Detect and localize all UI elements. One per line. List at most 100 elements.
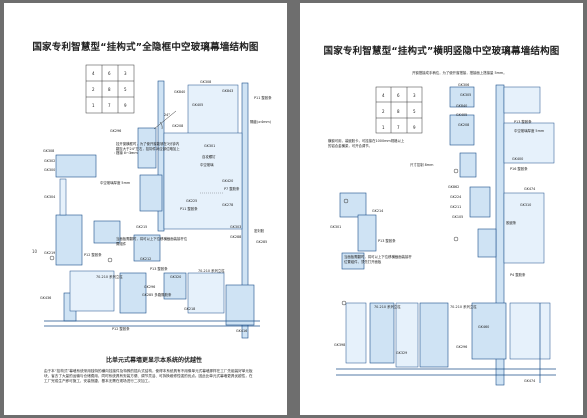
svg-text:8: 8 (108, 87, 111, 92)
label-p16: P16 整胶条 (510, 167, 528, 171)
label-seal: 密封胶 (254, 229, 265, 233)
svg-text:1: 1 (92, 103, 95, 108)
svg-text:3: 3 (413, 93, 416, 98)
label-p7: P7 整胶条 (224, 187, 240, 191)
note-fix: 尺寸控制 8mm (410, 163, 434, 167)
note-hanging: 挂开窗横框时，为了使开窗能够在3分钟内翻至大于24°左右，挂钩件对应部位略加上搭… (116, 142, 180, 156)
label-p13-a: P13 整胶条 (514, 120, 532, 124)
label-p12-bot: P12 整胶条 (112, 327, 130, 331)
label-gk436: GK436 (40, 296, 52, 300)
label-gk405: GK405 (192, 103, 204, 107)
label-gk329: GK329 (396, 351, 408, 355)
svg-text:3: 3 (124, 71, 127, 76)
note-90: 70-210 系列立柱 (198, 269, 225, 273)
note-clip: 当面板需翻时，将可以上下位移横截面装接杆位置组件，须先打开面板 (344, 255, 412, 264)
label-gk301: GK301 (330, 225, 342, 229)
svg-text:6: 6 (108, 71, 111, 76)
label-gk420: GK420 (222, 179, 234, 183)
label-p4: P4 整胶条 (510, 273, 526, 277)
label-gk416: GK416 (236, 329, 248, 333)
label-gk304: GK304 (44, 195, 56, 199)
label-angle: 24° (164, 113, 171, 117)
label-p13: P13 整胶条 (150, 267, 168, 271)
label-p11-top: P11 整胶条 (254, 96, 272, 100)
left-page-number: 10 (32, 249, 38, 254)
label-p12-mid: P12 整胶条 (84, 253, 102, 257)
label-gk306: GK306 (458, 83, 470, 87)
note-70b: 70-210 系列立柱 (450, 305, 477, 309)
label-gk214: GK214 (372, 209, 384, 213)
svg-text:5: 5 (124, 87, 127, 92)
note-70: 70-210 系列立柱 (96, 275, 123, 279)
label-gk840: GK840 (174, 90, 186, 94)
label-gk209: GK308 (43, 149, 55, 153)
note-glass: 中空玻璃厚度 5mm (100, 181, 131, 185)
label-gk278: GK278 (222, 203, 234, 207)
label-gk400: GK400 (512, 157, 524, 161)
svg-text:4: 4 (382, 93, 385, 98)
label-gk460: GK460 (478, 325, 490, 329)
label-gk215: GK215 (136, 225, 148, 229)
svg-text:5: 5 (413, 109, 416, 114)
left-description: 由于本“挂构式”幕墙系统采用独特的横向挂接件及特殊的插片式结构，使得本系统具有不… (44, 369, 253, 384)
label-gk305: GK305 (460, 93, 472, 97)
left-caption: 比单元式幕墙更显示本系统的优越性 (105, 357, 202, 364)
left-structure-diagram: 4 6 3 2 8 5 1 7 9 (44, 64, 260, 339)
label-gk310: GK310 (520, 203, 532, 207)
label-gk225: GK225 (186, 199, 198, 203)
left-page-title: 国家专利智慧型“挂构式”全隐框中空玻璃幕墙结构图 (32, 42, 259, 53)
label-gk301: GK301 (204, 144, 216, 148)
note-top: 开窗搭接成手柄位，为了使开窗搭接，搭接面上搭接量 5mm。 (412, 71, 507, 75)
svg-text:8: 8 (397, 109, 400, 114)
label-gk285: GK285 (256, 240, 268, 244)
note-glass: 中空玻璃厚度 5mm (514, 129, 545, 133)
label-gk208: GK208 (458, 123, 470, 127)
label-gk224: GK224 (450, 195, 462, 199)
svg-text:1: 1 (382, 125, 385, 130)
svg-text:4: 4 (92, 71, 95, 76)
label-gk474: GK474 (524, 187, 536, 191)
label-gk218: GK218 (184, 307, 196, 311)
label-gk405: GK405 (456, 113, 468, 117)
label-gk308: GK308 (200, 80, 212, 84)
label-gk208: GK208 (172, 124, 184, 128)
label-gk211: GK211 (450, 205, 462, 209)
note-70a: 70-210 系列立柱 (374, 305, 401, 309)
note-clip: 当面板需翻时，将可以上下位移横截面装接杆位置组件 (116, 237, 188, 246)
svg-text:2: 2 (382, 109, 385, 114)
label-fastener: 自攻螺钉 (202, 155, 216, 159)
svg-text:9: 9 (124, 103, 127, 108)
right-structure-diagram: 4 6 3 2 8 5 1 7 9 (336, 84, 556, 386)
svg-text:7: 7 (397, 125, 400, 130)
label-gk843: GK843 (222, 89, 234, 93)
label-p13-b: P13 整胶条 (378, 239, 396, 243)
label-gk303: GK303 (230, 225, 242, 229)
left-page: 国家专利智慧型“挂构式”全隐框中空玻璃幕墙结构图 4 6 3 2 8 5 1 7 9 (4, 3, 287, 415)
note-glass-rubber: 胶嵌条 (506, 221, 517, 225)
label-gk212: GK212 (140, 257, 152, 261)
label-glass: 中空玻璃 (200, 163, 214, 167)
label-gk840: GK840 (456, 104, 468, 108)
label-p11-mid: P11 整胶条 (180, 207, 198, 211)
label-gk288: GK288 (230, 235, 242, 239)
svg-text:2: 2 (92, 87, 95, 92)
svg-text:9: 9 (413, 125, 416, 130)
label-gk302: GK302 (44, 159, 56, 163)
label-gk398: GK398 (334, 343, 346, 347)
label-gk296b: GK296 (144, 285, 156, 289)
right-page: 国家专利智慧型“挂构式”横明竖隐中空玻璃幕墙结构图 4 6 3 2 8 5 1 7 9 (300, 3, 583, 415)
svg-text:6: 6 (397, 93, 400, 98)
label-gk296: GK296 (456, 345, 468, 349)
label-gk320: GK320 (170, 275, 182, 279)
note-side: 横窗可用，装嵌胶卡，可挂接在1000mm规格以上的铝合金横梁，可开合调节。 (328, 139, 405, 148)
label-gk300: GK300 (44, 168, 56, 172)
svg-text:7: 7 (108, 103, 111, 108)
label-gap: 隔缝(≥4mm) (250, 120, 272, 124)
right-page-title: 国家专利智慧型“挂构式”横明竖隐中空玻璃幕墙结构图 (323, 46, 560, 57)
note-rubber: GK285 多路隔胶条 (142, 293, 172, 297)
label-gk296: GK296 (110, 129, 122, 133)
label-gk862: GK862 (448, 185, 460, 189)
label-gk105: GK105 (452, 215, 464, 219)
label-gk219: GK219 (44, 251, 56, 255)
label-gk474b: GK474 (524, 379, 536, 383)
